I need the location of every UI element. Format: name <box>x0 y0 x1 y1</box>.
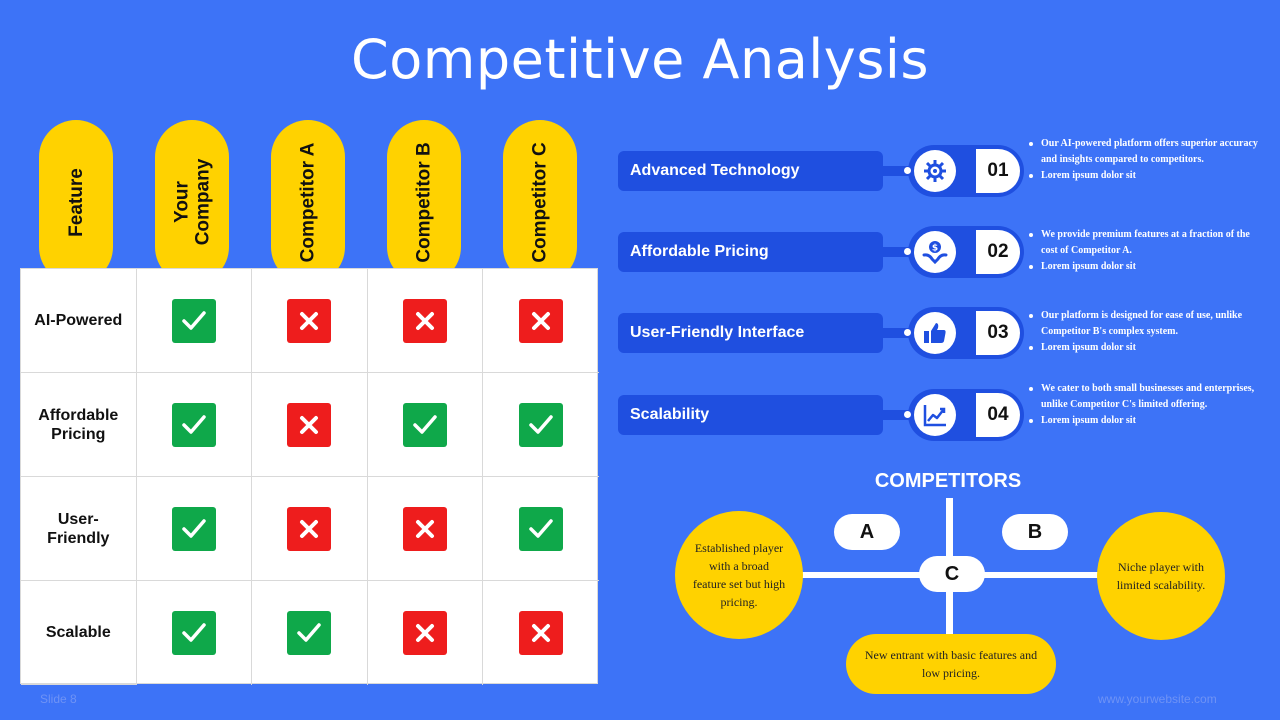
svg-text:$: $ <box>932 244 938 254</box>
competitors-title: COMPETITORS <box>874 470 1022 492</box>
feature-label: Affordable Pricing <box>618 232 883 272</box>
connector-dot <box>904 167 911 174</box>
feature-badge: 04 <box>908 389 1024 441</box>
connector-dot <box>904 248 911 255</box>
feature-label: Advanced Technology <box>618 151 883 191</box>
feature-connector <box>883 410 913 420</box>
table-cell <box>136 477 253 581</box>
page-title: Competitive Analysis <box>350 28 930 91</box>
feature-number: 01 <box>976 149 1020 193</box>
feature-notes: Our platform is designed for ease of use… <box>1028 308 1268 356</box>
table-cell <box>367 373 484 477</box>
table-cell <box>368 581 484 685</box>
connector-dot <box>904 329 911 336</box>
check-icon <box>287 611 332 655</box>
feature-label: User-Friendly Interface <box>618 313 883 353</box>
feature-connector <box>883 247 913 257</box>
competitor-c-label: C <box>919 556 985 592</box>
cross-icon <box>287 402 332 447</box>
check-icon <box>171 298 216 343</box>
competitor-b-description: Niche player with limited scalability. <box>1097 512 1225 640</box>
row-label: User-Friendly <box>21 477 137 581</box>
thumbs-up-icon <box>914 312 956 354</box>
feature-number: 04 <box>976 393 1020 437</box>
feature-notes: We cater to both small businesses and en… <box>1028 381 1268 429</box>
row-label: Scalable <box>21 581 137 685</box>
note-item: Lorem ipsum dolor sit <box>1028 340 1268 356</box>
competitor-a-description: Established player with a broad feature … <box>675 511 803 639</box>
header-competitor-b: Competitor B <box>387 120 461 284</box>
note-item: We cater to both small businesses and en… <box>1028 381 1268 413</box>
table-cell <box>252 581 368 685</box>
growth-chart-icon <box>914 394 956 436</box>
competitor-c-description: New entrant with basic features and low … <box>846 634 1056 694</box>
table-cell <box>483 581 599 685</box>
cross-icon <box>519 611 564 655</box>
table-cell <box>483 373 599 477</box>
note-item: Lorem ipsum dolor sit <box>1028 259 1268 275</box>
header-label: Feature <box>65 167 87 237</box>
table-cell <box>252 477 368 581</box>
feature-connector <box>883 328 913 338</box>
website-link: www.yourwebsite.com <box>1098 692 1217 706</box>
cross-icon <box>287 298 332 343</box>
header-label: Competitor B <box>413 141 435 263</box>
table-cell <box>483 477 599 581</box>
check-icon <box>171 611 216 655</box>
note-item: We provide premium features at a fractio… <box>1028 227 1268 259</box>
header-label: Competitor C <box>529 141 551 263</box>
feature-badge: 03 <box>908 307 1024 359</box>
gear-network-icon <box>914 150 956 192</box>
feature-notes: We provide premium features at a fractio… <box>1028 227 1268 275</box>
feature-badge: $02 <box>908 226 1024 278</box>
table-cell <box>483 269 599 373</box>
header-label: Competitor A <box>297 142 319 262</box>
competitor-a-label: A <box>834 514 900 550</box>
header-feature: Feature <box>39 120 113 284</box>
cross-icon <box>287 506 332 551</box>
check-icon <box>171 506 216 551</box>
table-cell <box>367 269 484 373</box>
feature-notes: Our AI-powered platform offers superior … <box>1028 136 1268 184</box>
cross-icon <box>403 506 448 551</box>
note-item: Our platform is designed for ease of use… <box>1028 308 1268 340</box>
check-icon <box>403 402 448 447</box>
cross-icon <box>403 298 448 343</box>
table-cell <box>252 269 368 373</box>
header-competitor-c: Competitor C <box>503 120 577 284</box>
feature-number: 02 <box>976 230 1020 274</box>
note-item: Lorem ipsum dolor sit <box>1028 168 1268 184</box>
check-icon <box>171 402 216 447</box>
row-label: Affordable Pricing <box>21 373 137 477</box>
table-cell <box>252 373 368 477</box>
slide-number: Slide 8 <box>40 692 77 706</box>
feature-connector <box>883 166 913 176</box>
note-item: Lorem ipsum dolor sit <box>1028 413 1268 429</box>
header-competitor-a: Competitor A <box>271 120 345 284</box>
cross-icon <box>403 611 448 655</box>
connector-dot <box>904 411 911 418</box>
feature-label: Scalability <box>618 395 883 435</box>
note-item: Our AI-powered platform offers superior … <box>1028 136 1268 168</box>
money-hands-icon: $ <box>914 231 956 273</box>
feature-badge: 01 <box>908 145 1024 197</box>
table-cell <box>136 373 253 477</box>
cross-icon <box>519 298 564 343</box>
check-icon <box>519 402 564 447</box>
table-cell <box>136 269 253 373</box>
row-label: AI-Powered <box>21 269 137 373</box>
table-cell <box>367 477 484 581</box>
check-icon <box>519 506 564 551</box>
table-cell <box>137 581 253 685</box>
feature-number: 03 <box>976 311 1020 355</box>
competitor-b-label: B <box>1002 514 1068 550</box>
